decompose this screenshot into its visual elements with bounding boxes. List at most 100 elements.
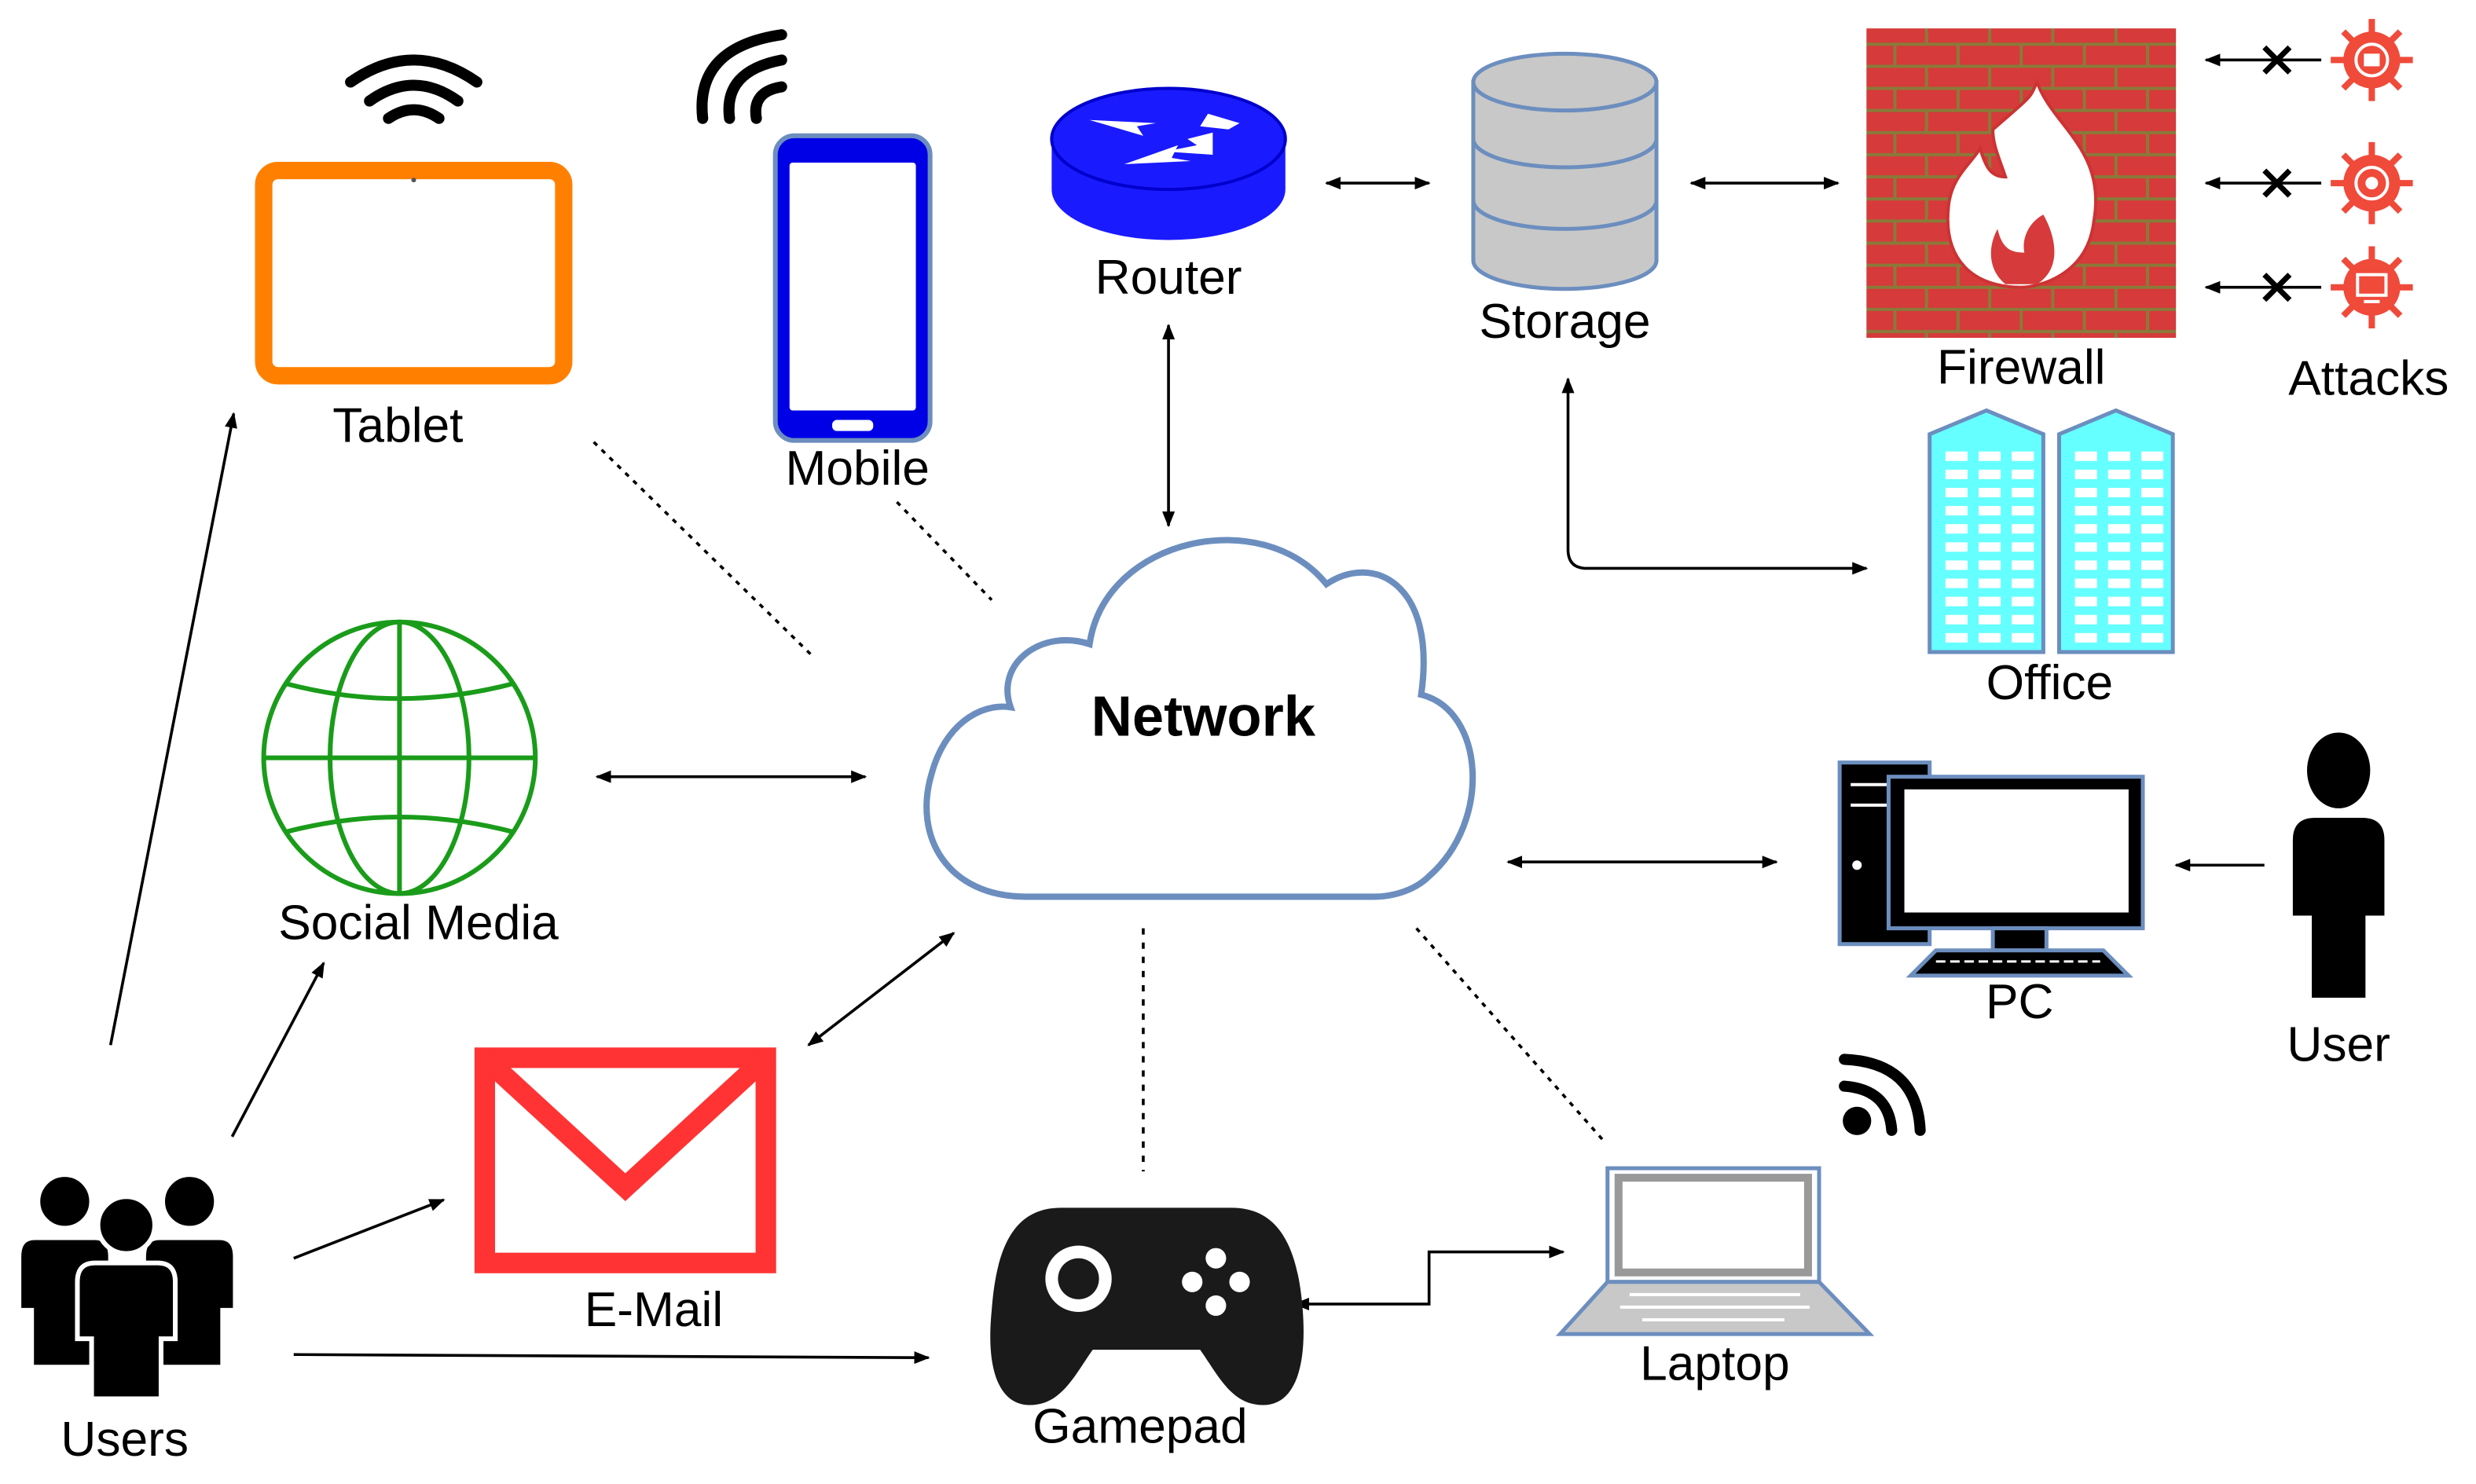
office-window xyxy=(2012,469,2034,479)
email-node: E-Mail xyxy=(474,1047,776,1337)
office-window xyxy=(2107,451,2130,461)
office-window xyxy=(2140,487,2164,498)
globe-icon xyxy=(261,619,538,896)
laptop-icon xyxy=(1555,1166,1875,1336)
office-window xyxy=(1978,524,2001,534)
wifi-icon xyxy=(345,54,482,124)
office-window xyxy=(2012,524,2034,534)
router-node: Router xyxy=(1050,86,1287,305)
block-x-icon xyxy=(2262,45,2292,75)
connectors xyxy=(108,53,2322,1365)
network-cloud: Network xyxy=(923,537,1476,900)
office-window xyxy=(1978,469,2001,479)
office-window xyxy=(2107,614,2130,625)
office-window xyxy=(1945,596,1968,606)
pc-node: PC xyxy=(1837,760,2145,1029)
gamepad-icon xyxy=(990,1207,1304,1405)
attacks-node: Attacks xyxy=(2288,19,2448,405)
database-icon xyxy=(1471,51,1659,291)
gamepad-node: Gamepad xyxy=(990,1207,1304,1454)
office-window xyxy=(2012,451,2034,461)
office-window xyxy=(2074,542,2097,552)
office-building-icon xyxy=(1928,408,2175,654)
block-x-icon xyxy=(2262,168,2292,198)
office-window xyxy=(2140,524,2164,534)
group-icon xyxy=(17,1172,238,1402)
link-laptop-network xyxy=(1415,927,1605,1141)
office-window xyxy=(2107,632,2130,643)
office-window xyxy=(2074,560,2097,570)
office-window xyxy=(1978,506,2001,516)
office-window xyxy=(1978,578,2001,588)
office-window xyxy=(2140,632,2164,643)
virus-icon xyxy=(2331,19,2413,101)
office-window xyxy=(2012,614,2034,625)
office-window xyxy=(2074,632,2097,643)
office-window xyxy=(2140,506,2164,516)
office-window xyxy=(1945,469,1968,479)
tablet-label: Tablet xyxy=(332,399,463,453)
office-window xyxy=(2140,596,2164,606)
storage-label: Storage xyxy=(1479,295,1650,349)
person-icon xyxy=(2292,732,2385,998)
firewall-node: Firewall xyxy=(1866,28,2177,394)
users-label: Users xyxy=(61,1413,189,1467)
desktop-computer-icon xyxy=(1837,760,2145,978)
link-tablet-network xyxy=(592,441,813,657)
office-window xyxy=(1945,614,1968,625)
social-media-label: Social Media xyxy=(278,896,559,951)
office-window xyxy=(2140,560,2164,570)
link-gamepad-laptop xyxy=(1293,1245,1565,1310)
office-window xyxy=(1945,632,1968,643)
block-x-icon xyxy=(2262,273,2292,302)
office-window xyxy=(2074,614,2097,625)
office-window xyxy=(1978,614,2001,625)
office-window xyxy=(2074,578,2097,588)
office-window xyxy=(1978,487,2001,498)
blocked-marks xyxy=(2262,45,2292,302)
link-mobile-network xyxy=(896,500,993,601)
virus-icon xyxy=(2331,141,2413,225)
office-window xyxy=(2140,451,2164,461)
office-window xyxy=(2012,487,2034,498)
office-window xyxy=(2074,451,2097,461)
office-window xyxy=(2012,632,2034,643)
office-window xyxy=(2107,487,2130,498)
storage-node: Storage xyxy=(1471,51,1659,349)
office-window xyxy=(1978,632,2001,643)
mobile-node: Mobile xyxy=(696,29,933,496)
office-window xyxy=(1945,542,1968,552)
tablet-node: Tablet xyxy=(255,54,573,453)
office-node: Office xyxy=(1928,408,2175,710)
link-users-social xyxy=(230,962,325,1138)
firewall-label: Firewall xyxy=(1937,340,2106,394)
user-label: User xyxy=(2287,1017,2390,1072)
office-window xyxy=(1945,451,1968,461)
office-window xyxy=(1978,542,2001,552)
office-window xyxy=(1978,451,2001,461)
mobile-label: Mobile xyxy=(785,442,929,496)
envelope-icon xyxy=(474,1047,776,1273)
network-label: Network xyxy=(1091,685,1316,748)
email-label: E-Mail xyxy=(585,1283,723,1337)
office-window xyxy=(1978,560,2001,570)
laptop-node: Laptop xyxy=(1555,1053,1926,1391)
office-window xyxy=(2107,506,2130,516)
link-users-gamepad xyxy=(293,1351,930,1365)
office-window xyxy=(2140,542,2164,552)
office-window xyxy=(2107,469,2130,479)
office-window xyxy=(2012,506,2034,516)
attacks-label: Attacks xyxy=(2288,351,2448,405)
link-users-tablet xyxy=(108,412,237,1046)
office-window xyxy=(1945,506,1968,516)
office-window xyxy=(2074,506,2097,516)
office-window xyxy=(2074,469,2097,479)
office-window xyxy=(2074,524,2097,534)
users-node: Users xyxy=(17,1172,238,1467)
office-window xyxy=(2074,487,2097,498)
wifi-icon xyxy=(696,29,787,124)
office-window xyxy=(2140,614,2164,625)
office-window xyxy=(2012,560,2034,570)
office-window xyxy=(2107,578,2130,588)
